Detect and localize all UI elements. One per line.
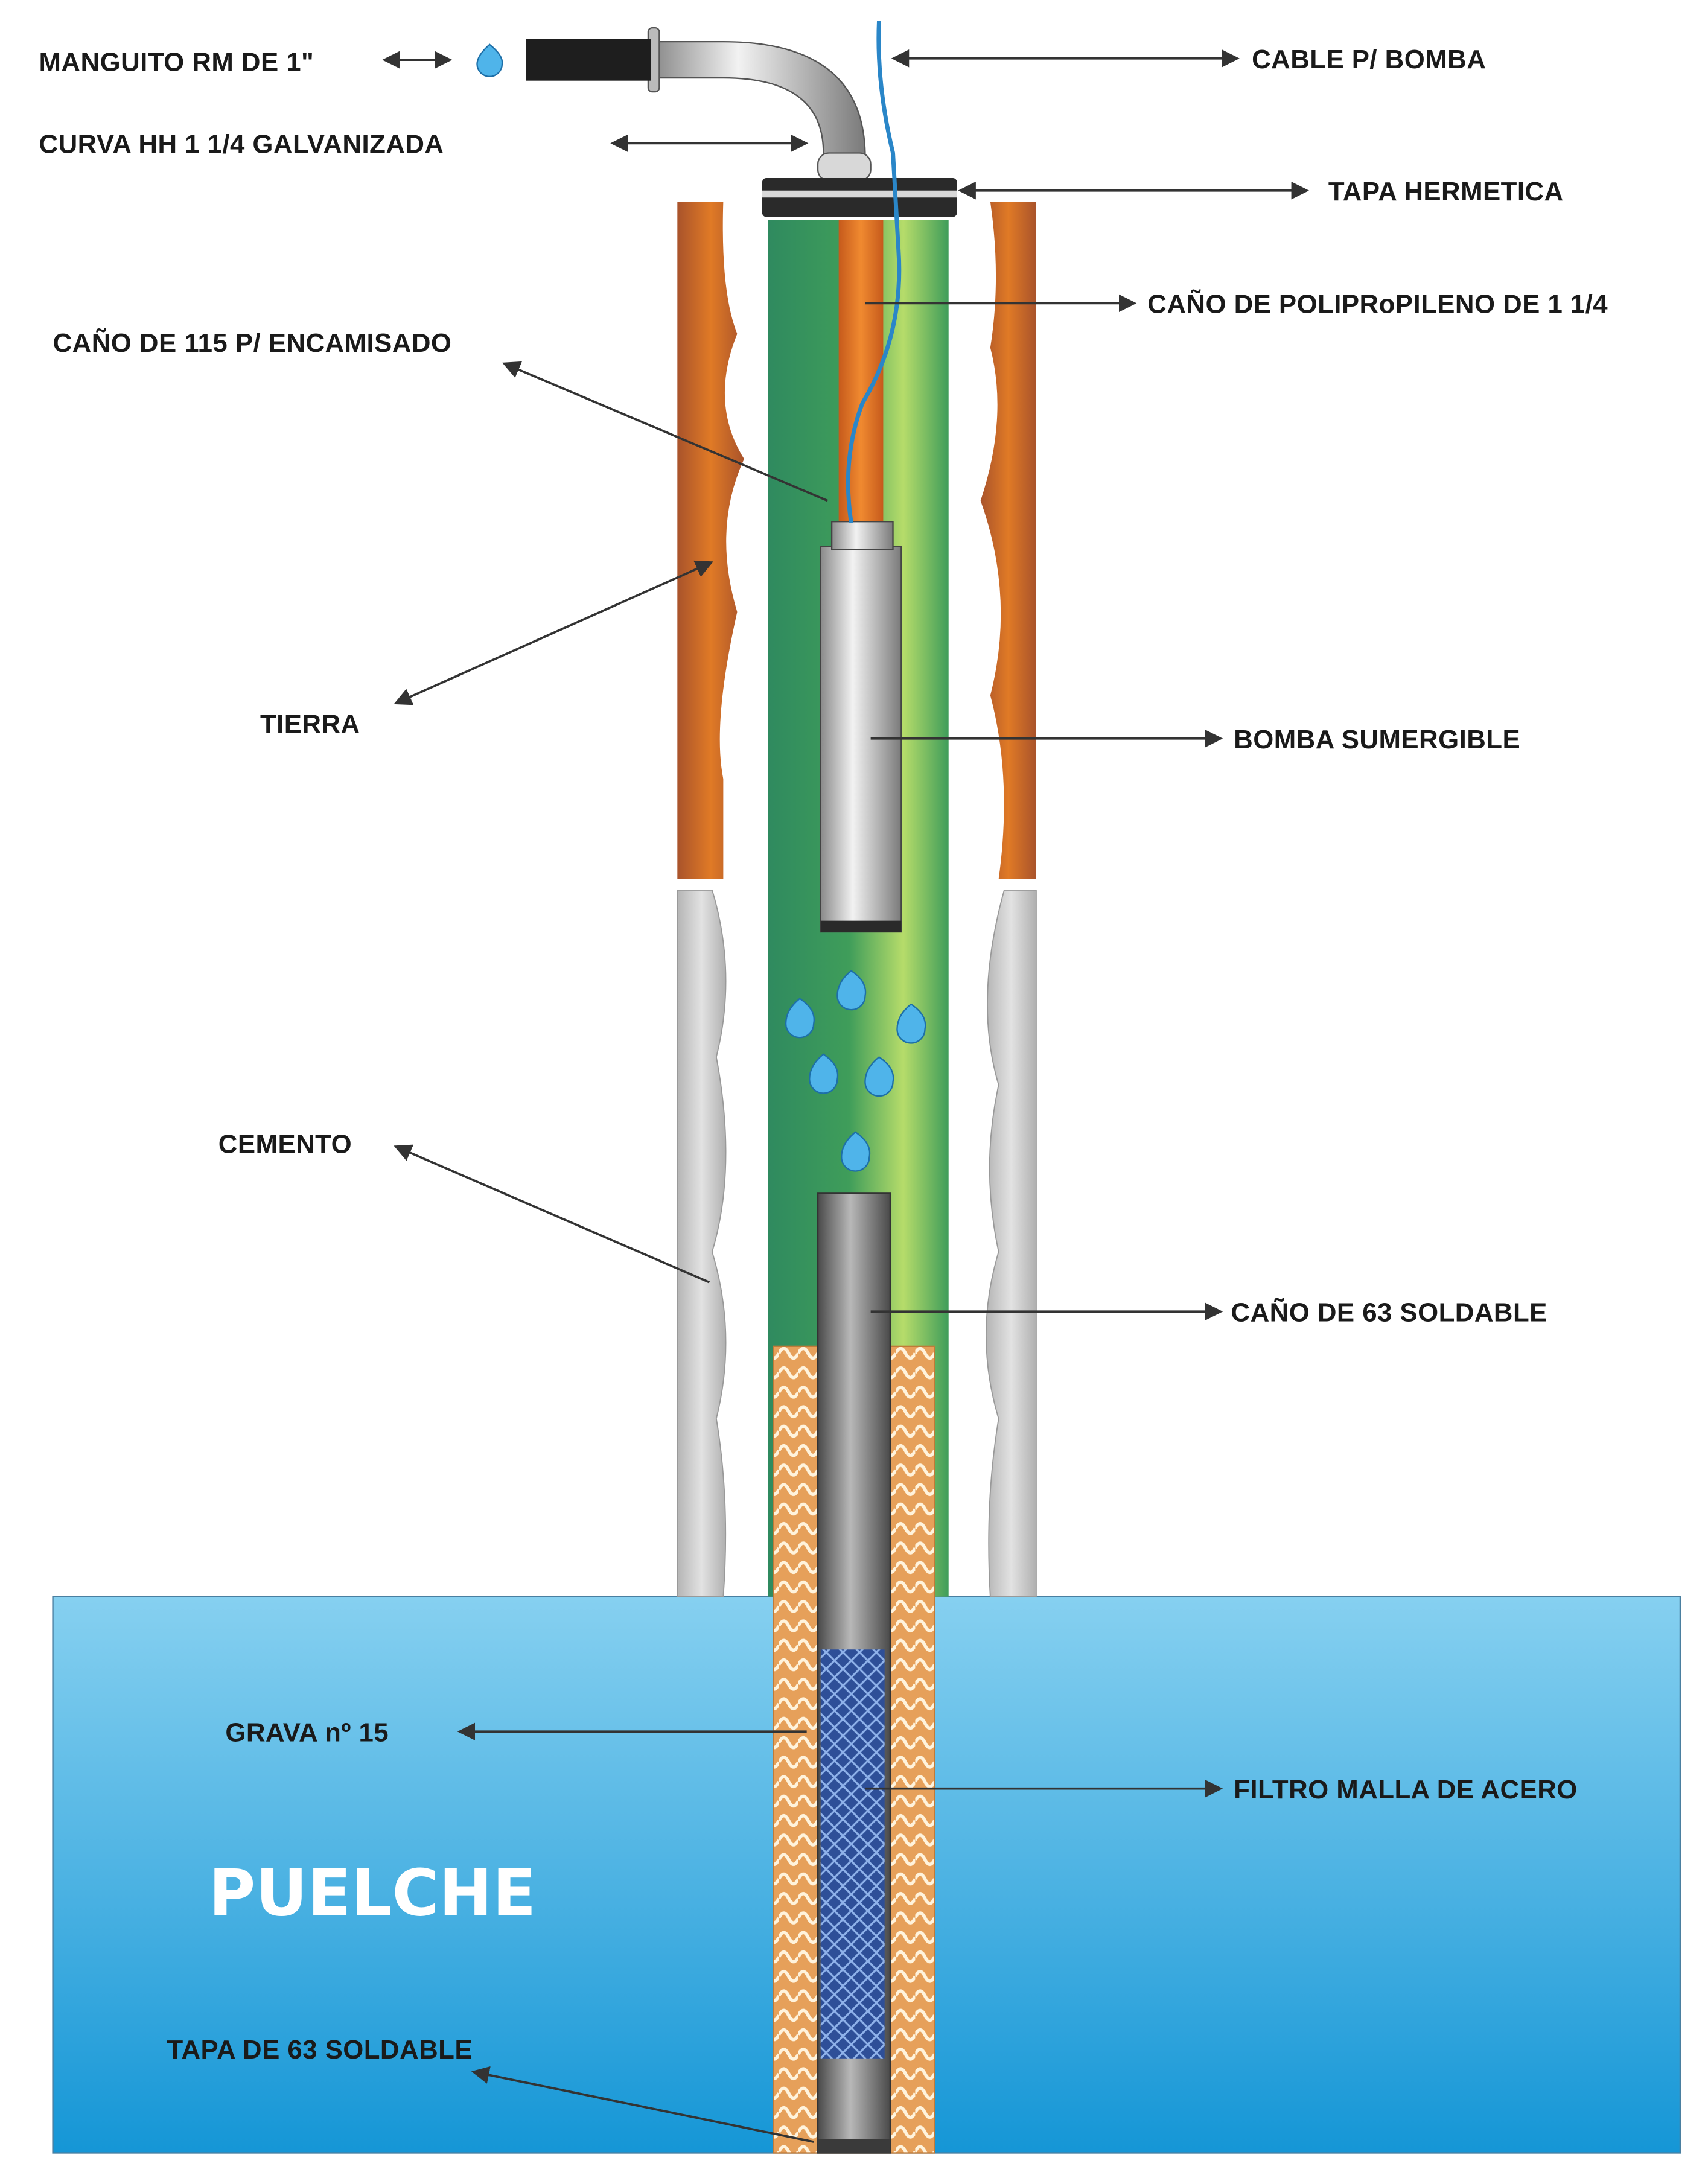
pump-bottom: [820, 920, 902, 932]
cement-left: [677, 890, 727, 1597]
leader-arrows: [382, 49, 1310, 2143]
drop-icon: [476, 43, 503, 77]
pump-top: [830, 521, 894, 550]
label-tapa-hermetica: TAPA HERMETICA: [1328, 177, 1564, 206]
water-drops: [785, 970, 926, 1172]
label-manguito: MANGUITO RM DE 1": [39, 48, 314, 77]
drop-icon: [836, 970, 867, 1011]
drop-icon: [864, 1056, 894, 1097]
label-cable: CABLE P/ BOMBA: [1252, 45, 1486, 74]
label-grava: GRAVA nº 15: [225, 1718, 389, 1747]
label-tapa-63: TAPA DE 63 SOLDABLE: [167, 2035, 473, 2065]
label-filtro: FILTRO MALLA DE ACERO: [1234, 1775, 1578, 1804]
cap-stripe: [762, 190, 957, 198]
drop-icon: [896, 1003, 926, 1044]
label-cano-63: CAÑO DE 63 SOLDABLE: [1231, 1297, 1547, 1327]
label-cemento: CEMENTO: [218, 1130, 352, 1159]
polypropylene-pipe: [838, 220, 884, 523]
cement-right: [986, 890, 1037, 1597]
drop-icon: [809, 1053, 839, 1094]
drop-icon: [841, 1131, 871, 1172]
label-bomba: BOMBA SUMERGIBLE: [1234, 725, 1520, 754]
label-cano-115: CAÑO DE 115 P/ ENCAMISADO: [53, 328, 452, 358]
pump-cable: [846, 21, 902, 524]
earth-right: [980, 202, 1036, 879]
label-cano-polipropileno: CAÑO DE POLIPRoPILENO DE 1 1/4: [1147, 289, 1608, 319]
steel-mesh-filter: [820, 1649, 885, 2059]
label-tierra: TIERRA: [260, 710, 360, 739]
drop-icon: [785, 998, 815, 1039]
pipe-63-cap: [818, 2139, 890, 2153]
hose-barb-fitting: [526, 39, 651, 81]
label-curva: CURVA HH 1 1/4 GALVANIZADA: [39, 130, 444, 159]
label-puelche: PUELCHE: [209, 1856, 537, 1931]
curve-coupling: [817, 152, 872, 182]
earth-left: [677, 202, 744, 879]
